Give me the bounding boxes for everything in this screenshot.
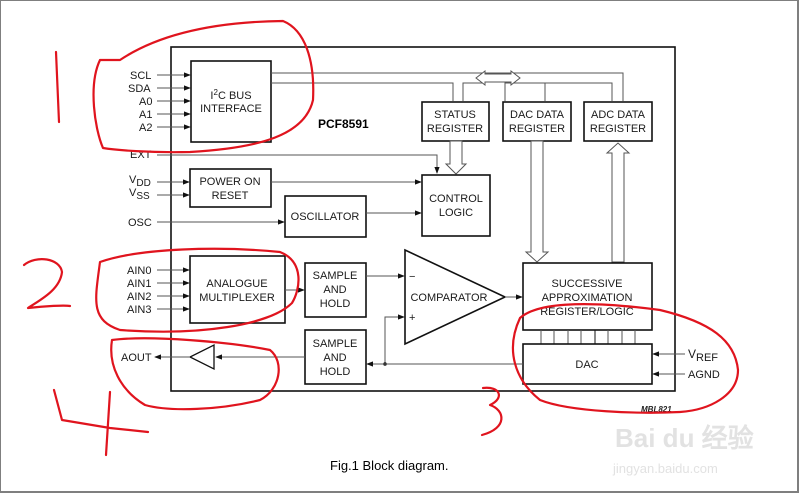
i2c-pins: SCL SDA A0 A1 A2 xyxy=(128,70,191,134)
i2c-bus-interface-block: I2C BUS INTERFACE xyxy=(190,60,272,143)
pin-aout: AOUT xyxy=(121,352,152,364)
annotation-circle-2 xyxy=(95,247,300,333)
svg-text:ANALOGUE: ANALOGUE xyxy=(206,278,267,290)
svg-text:REGISTER/LOGIC: REGISTER/LOGIC xyxy=(540,306,634,318)
status-to-control-arrow xyxy=(444,140,468,175)
svg-text:OSCILLATOR: OSCILLATOR xyxy=(291,211,360,223)
annotation-number-2 xyxy=(22,258,72,310)
dac-block: DAC xyxy=(522,343,653,385)
annotation-number-4 xyxy=(52,388,150,457)
successive-approximation-register-block: SUCCESSIVE APPROXIMATION REGISTER/LOGIC xyxy=(522,262,653,331)
svg-text:DAC DATA: DAC DATA xyxy=(510,109,565,121)
pin-ain1: AIN1 xyxy=(127,278,151,290)
sample-and-hold-1-block: SAMPLE AND HOLD xyxy=(304,262,367,318)
annotation-circle-1 xyxy=(92,19,315,154)
analogue-multiplexer-block: ANALOGUE MULTIPLEXER xyxy=(189,255,286,324)
svg-text:AND: AND xyxy=(323,352,346,364)
svg-text:APPROXIMATION: APPROXIMATION xyxy=(542,292,633,304)
comparator-block: COMPARATOR − + xyxy=(404,248,507,346)
annotation-circle-3 xyxy=(511,303,740,414)
svg-text:Bai du 经验: Bai du 经验 xyxy=(615,423,754,453)
baidu-watermark: Bai du 经验 jingyan.baidu.com xyxy=(612,423,754,476)
svg-text:MULTIPLEXER: MULTIPLEXER xyxy=(199,292,275,304)
pin-ain0: AIN0 xyxy=(127,265,151,277)
figure-code: MBL821 xyxy=(641,405,672,414)
pin-ain3: AIN3 xyxy=(127,304,151,316)
svg-text:SUCCESSIVE: SUCCESSIVE xyxy=(552,278,623,290)
adc-data-register-block: ADC DATA REGISTER xyxy=(583,101,653,142)
pin-agnd: AGND xyxy=(688,369,720,381)
analog-input-pins: AIN0 AIN1 AIN2 AIN3 xyxy=(127,265,190,316)
svg-text:REGISTER: REGISTER xyxy=(590,123,646,135)
svg-text:LOGIC: LOGIC xyxy=(439,207,473,219)
svg-text:HOLD: HOLD xyxy=(320,366,351,378)
pin-a1: A1 xyxy=(139,109,152,121)
svg-text:jingyan.baidu.com: jingyan.baidu.com xyxy=(612,461,718,476)
svg-text:INTERFACE: INTERFACE xyxy=(200,103,262,115)
dacdata-to-sar-arrow xyxy=(524,140,550,263)
chip-outline xyxy=(170,46,676,392)
output-buffer-icon xyxy=(188,343,215,371)
pin-osc: OSC xyxy=(128,217,152,229)
pin-vss: VSS xyxy=(129,187,150,202)
svg-text:CONTROL: CONTROL xyxy=(429,193,483,205)
comparator-minus: − xyxy=(409,271,415,283)
svg-text:POWER ON: POWER ON xyxy=(199,176,260,188)
pin-a0: A0 xyxy=(139,96,152,108)
annotation-number-3 xyxy=(480,386,503,437)
control-logic-block: CONTROL LOGIC xyxy=(421,174,491,237)
sample-and-hold-2-block: SAMPLE AND HOLD xyxy=(304,329,367,385)
annotation-number-1 xyxy=(54,50,61,124)
pin-sda: SDA xyxy=(128,83,151,95)
pin-vref: VREF xyxy=(688,347,718,364)
comparator-plus: + xyxy=(409,312,415,324)
sar-to-dac-bus xyxy=(540,330,636,344)
svg-text:REGISTER: REGISTER xyxy=(509,123,565,135)
svg-text:REGISTER: REGISTER xyxy=(427,123,483,135)
svg-text:STATUS: STATUS xyxy=(434,109,476,121)
sar-to-adcdata-arrow xyxy=(605,142,631,263)
svg-text:SAMPLE: SAMPLE xyxy=(313,338,358,350)
pin-scl: SCL xyxy=(130,70,151,82)
red-annotations xyxy=(22,19,740,457)
pin-vdd: VDD xyxy=(129,174,151,189)
dac-data-register-block: DAC DATA REGISTER xyxy=(502,101,572,142)
chip-name: PCF8591 xyxy=(318,117,369,131)
annotation-circle-4 xyxy=(110,337,280,411)
pin-a2: A2 xyxy=(139,122,152,134)
figure-caption: Fig.1 Block diagram. xyxy=(330,458,449,473)
power-on-reset-block: POWER ON RESET xyxy=(189,168,272,208)
status-register-block: STATUS REGISTER xyxy=(421,101,490,142)
svg-text:RESET: RESET xyxy=(212,190,249,202)
svg-text:AND: AND xyxy=(323,284,346,296)
svg-text:ADC DATA: ADC DATA xyxy=(591,109,646,121)
oscillator-block: OSCILLATOR xyxy=(284,195,367,238)
internal-bus xyxy=(271,69,624,101)
bidirectional-bus-arrow xyxy=(475,69,521,87)
pin-ain2: AIN2 xyxy=(127,291,151,303)
svg-text:HOLD: HOLD xyxy=(320,298,351,310)
svg-text:COMPARATOR: COMPARATOR xyxy=(410,292,487,304)
svg-text:SAMPLE: SAMPLE xyxy=(313,270,358,282)
svg-text:I2C BUS: I2C BUS xyxy=(210,88,251,102)
svg-text:DAC: DAC xyxy=(575,359,598,371)
